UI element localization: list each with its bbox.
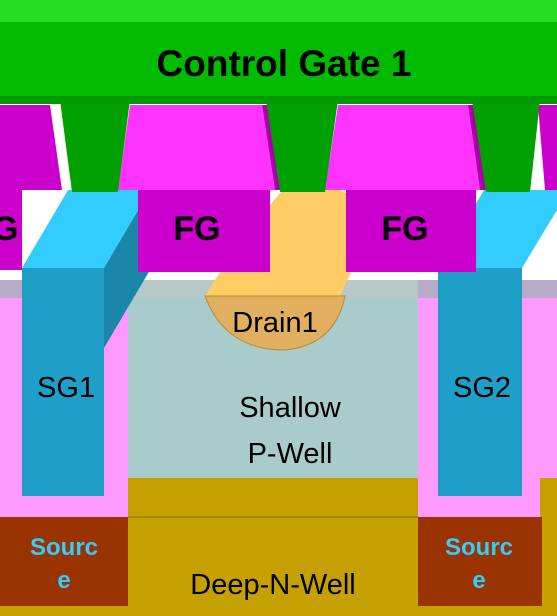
oxide-liner-far-right bbox=[540, 280, 557, 478]
sg1-front-face bbox=[22, 268, 104, 496]
sg2-label: SG2 bbox=[453, 372, 511, 404]
source-left-label-line2: e bbox=[57, 567, 70, 594]
fg-right-label: FG bbox=[381, 210, 428, 248]
control-gate-fin-2 bbox=[266, 100, 338, 192]
sg2-front-face bbox=[438, 268, 522, 496]
source-right-label-line2: e bbox=[472, 567, 485, 594]
fg-center-label: FG bbox=[173, 210, 220, 248]
fg-left-partial-label: G bbox=[0, 210, 18, 248]
source-left-region bbox=[0, 517, 128, 606]
sg1-label: SG1 bbox=[37, 372, 95, 404]
control-gate-top-strip bbox=[0, 0, 557, 22]
source-right-region bbox=[418, 517, 542, 606]
drain-label: Drain1 bbox=[232, 307, 317, 339]
source-left-label-line1: Sourc bbox=[30, 534, 98, 561]
control-gate-label: Control Gate 1 bbox=[157, 43, 412, 84]
control-gate-fin-3 bbox=[472, 100, 540, 192]
shallow-p-well-label-line1: Shallow bbox=[239, 392, 342, 424]
control-gate-fin-1 bbox=[60, 100, 130, 192]
floating-gate-far-right bbox=[538, 105, 557, 190]
source-right-label-line1: Sourc bbox=[445, 534, 513, 561]
deep-n-well-label: Deep-N-Well bbox=[190, 569, 355, 601]
control-gate-underside bbox=[0, 96, 557, 104]
floating-gate-left bbox=[0, 105, 62, 270]
sg1-top-face bbox=[22, 190, 150, 268]
drain-region bbox=[204, 295, 346, 351]
shallow-p-well-label-line2: P-Well bbox=[248, 438, 333, 470]
control-gate-bar bbox=[0, 22, 557, 104]
